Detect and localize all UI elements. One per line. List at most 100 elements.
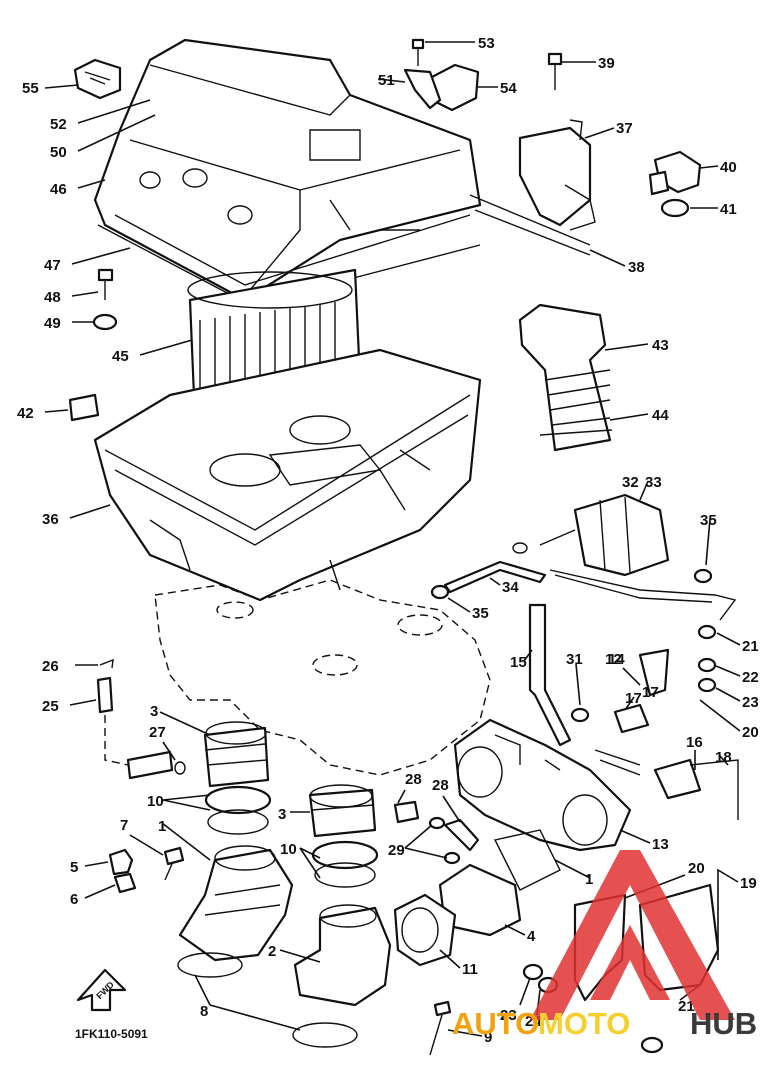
carb-joint-1 (178, 845, 294, 962)
screw-part-39 (547, 52, 563, 90)
clip-part-28a (99, 658, 114, 669)
bolt-part-22 (697, 624, 717, 640)
watermark-moto: MOTO (538, 1006, 630, 1041)
callout-label: 10 (147, 793, 164, 810)
washer-part (92, 313, 118, 331)
canister (512, 493, 670, 577)
clamp-part-6 (113, 872, 137, 894)
hose-fitting (648, 150, 702, 196)
bolt-part-bottom (640, 1036, 664, 1054)
callout-label: 1 (585, 871, 593, 888)
hose-part-30 (443, 818, 480, 852)
callout-label: 11 (462, 961, 478, 978)
cover-seal (469, 194, 591, 256)
callout-label: 40 (720, 159, 737, 176)
clip-part (73, 58, 122, 100)
screw-part-8 (163, 846, 185, 881)
clamp-part-10a (204, 785, 272, 835)
plug-part (393, 800, 420, 824)
fitting-part-32 (570, 707, 590, 723)
callout-label: 28 (405, 771, 422, 788)
callout-label: 39 (598, 55, 615, 72)
callout-label: 34 (502, 579, 519, 596)
callout-label: 20 (688, 860, 705, 877)
clamp-part-35b (693, 568, 713, 584)
forward-arrow: FWD (76, 968, 127, 1012)
gasket-part-7b (292, 1022, 358, 1048)
callout-label: 6 (70, 891, 78, 908)
callout-label: 52 (50, 116, 67, 133)
callout-label: 10 (280, 841, 297, 858)
washer-part-24 (697, 677, 717, 693)
harness-part-16 (613, 703, 650, 734)
callout-label: 23 (742, 694, 759, 711)
callout-label: 55 (22, 80, 39, 97)
callout-label: 50 (50, 144, 67, 161)
callout-label: 48 (44, 289, 61, 306)
callout-label: 21 (742, 638, 759, 655)
intake-joint-3a (203, 721, 270, 788)
callout-label: 18 (715, 749, 732, 766)
clamp-part-10b (311, 840, 379, 888)
callout-label: 35 (472, 605, 489, 622)
screw-part-53 (411, 38, 425, 66)
callout-label: 47 (44, 257, 61, 274)
o-ring (660, 198, 690, 218)
air-filter-cover (93, 38, 482, 302)
callout-label: 46 (50, 181, 67, 198)
intake-boot-11 (393, 893, 457, 967)
bracket-part-14 (528, 603, 572, 747)
callout-label: 19 (740, 875, 757, 892)
callout-label: 21 (678, 998, 695, 1015)
harness-part-15 (594, 749, 739, 820)
callout-label: 51 (378, 72, 395, 89)
carb-joint-2 (293, 904, 392, 1007)
callout-labels: 55 52 50 46 47 48 49 45 42 36 53 51 54 3… (17, 35, 759, 1046)
callout-label: 5 (70, 859, 78, 876)
callout-label: 1 (158, 818, 166, 835)
clip-part-31b (443, 851, 461, 865)
nut-part-26 (522, 963, 544, 981)
intake-boot-4 (438, 829, 561, 937)
callout-label: 43 (652, 337, 669, 354)
callout-label: 38 (628, 259, 645, 276)
watermark-hub: HUB (690, 1006, 757, 1041)
grommet (68, 393, 100, 422)
callout-label: 45 (112, 348, 129, 365)
callout-label: 9 (484, 1029, 492, 1046)
intake-joint-3b (308, 784, 377, 838)
callout-label: 3 (150, 703, 158, 720)
gasket-part-7a (177, 952, 243, 978)
callout-label: 23 (500, 1007, 517, 1024)
callout-label: 35 (700, 512, 717, 529)
hose-part-27 (96, 676, 114, 714)
callout-label: 13 (652, 836, 669, 853)
callout-label: 27 (149, 724, 166, 741)
callout-label: 42 (17, 405, 34, 422)
bracket-part (403, 68, 442, 110)
callout-label: 20 (742, 724, 759, 741)
drain-hose (549, 569, 737, 621)
intake-duct (518, 303, 613, 452)
callout-label: 33 (645, 474, 662, 491)
callout-label: 3 (278, 806, 286, 823)
clip-part-31a (428, 816, 446, 830)
callout-label: 49 (44, 315, 61, 332)
callout-label: 41 (720, 201, 737, 218)
air-filter-case (93, 348, 482, 602)
callout-label: 17 (625, 690, 642, 707)
callout-label: 2 (268, 943, 276, 960)
callout-label: 15 (510, 654, 527, 671)
clamp-part-35a (430, 584, 450, 600)
callout-label: 36 (42, 511, 59, 528)
cover-cap (518, 119, 596, 231)
bolt-part-48 (97, 268, 114, 300)
watermark-logo-icon (530, 850, 735, 1020)
leader-lines (44, 41, 741, 1037)
callout-label: 44 (652, 407, 669, 424)
watermark-auto: AUTO (452, 1006, 539, 1041)
callout-label: 26 (42, 658, 59, 675)
callout-label: 31 (566, 651, 583, 668)
callout-label: 22 (742, 669, 759, 686)
cap-part (108, 848, 134, 876)
